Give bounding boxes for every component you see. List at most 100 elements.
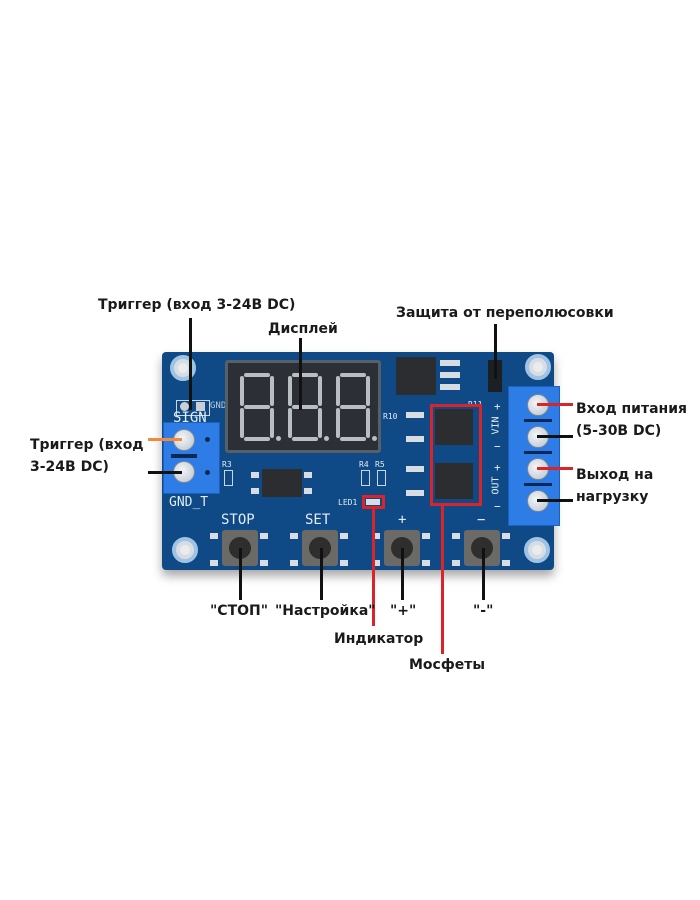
- leader-plus: [401, 548, 404, 600]
- button-pad: [452, 533, 460, 539]
- silk-r3: R3: [222, 460, 232, 469]
- optocoupler-chip: [262, 469, 302, 497]
- annotation-settings: "Настройка": [275, 603, 376, 619]
- button-pad: [452, 560, 460, 566]
- regulator-chip: [396, 357, 436, 395]
- mosfet-pad: [406, 490, 424, 496]
- annotation-indicator: Индикатор: [334, 631, 424, 647]
- sign-header: [176, 400, 210, 416]
- chip-pad: [440, 384, 460, 390]
- annotation-load-out-1: Выход на: [576, 467, 654, 483]
- annotation-mosfets: Мосфеты: [409, 657, 486, 673]
- annotation-display: Дисплей: [268, 321, 338, 337]
- silk-plus: +: [398, 512, 407, 528]
- indicator-highlight-box: [362, 495, 385, 509]
- silk-r4: R4: [359, 460, 369, 469]
- silk-r10: R10: [383, 412, 398, 421]
- terminal-separator: [171, 454, 197, 458]
- terminal-separator: [524, 451, 552, 454]
- mounting-hole-top-left: [170, 355, 196, 381]
- mounting-hole-top-right: [525, 354, 551, 380]
- mosfet-2: [435, 463, 473, 499]
- seven-segment-display: [225, 360, 381, 453]
- display-digit-3: [334, 373, 377, 441]
- silk-vin: VIN: [490, 416, 502, 435]
- chip-pad: [440, 372, 460, 378]
- silk-set: SET: [305, 512, 331, 528]
- button-pad: [372, 533, 380, 539]
- silk-stop: STOP: [221, 512, 255, 528]
- annotation-trigger-left-1: Триггер (вход: [30, 437, 144, 453]
- leader-out-plus: [537, 467, 573, 470]
- silk-out-minus: −: [494, 500, 501, 513]
- leader-out-minus: [537, 499, 573, 502]
- silk-out: OUT: [490, 476, 502, 495]
- leader-minus: [482, 548, 485, 600]
- leader-trigger-ground: [148, 471, 182, 474]
- button-pad: [260, 533, 268, 539]
- mosfet-1: [435, 409, 473, 445]
- silk-vin-plus: +: [494, 400, 501, 413]
- button-pad: [290, 560, 298, 566]
- mosfet-pad: [406, 412, 424, 418]
- led1: [366, 499, 380, 505]
- chip-pad: [304, 472, 312, 478]
- annotation-minus: "-": [473, 603, 494, 619]
- annotation-trigger-left-2: 3-24В DC): [30, 459, 109, 475]
- annotation-stop: "СТОП": [210, 603, 269, 619]
- sign-pin: [180, 402, 189, 411]
- button-pad: [210, 533, 218, 539]
- leader-mosfets: [441, 506, 444, 654]
- mounting-hole-bottom-left: [172, 537, 198, 563]
- annotation-power-in-1: Вход питания: [576, 401, 688, 417]
- button-pad: [372, 560, 380, 566]
- leader-stop: [239, 548, 242, 600]
- silk-vin-minus: −: [494, 440, 501, 453]
- annotation-plus: "+": [390, 603, 417, 619]
- leader-vin-plus: [537, 403, 573, 406]
- silk-minus: −: [477, 512, 486, 528]
- leader-trigger-top: [189, 318, 192, 410]
- terminal-hole: [205, 470, 210, 475]
- silk-gnd: GND: [210, 401, 227, 411]
- mounting-hole-bottom-right: [524, 537, 550, 563]
- mosfet-pad: [406, 466, 424, 472]
- leader-indicator: [372, 508, 375, 626]
- mosfets-highlight-box: [430, 404, 482, 506]
- button-pad: [502, 533, 510, 539]
- button-pad: [290, 533, 298, 539]
- terminal-hole: [205, 437, 210, 442]
- button-pad: [210, 560, 218, 566]
- chip-pad: [251, 472, 259, 478]
- silk-r5: R5: [375, 460, 385, 469]
- leader-trigger-signal: [148, 438, 182, 441]
- annotation-power-in-2: (5-30В DC): [576, 423, 662, 439]
- leader-reverse-polarity: [494, 324, 497, 379]
- button-pad: [260, 560, 268, 566]
- leader-set: [320, 548, 323, 600]
- chip-pad: [440, 360, 460, 366]
- button-pad: [340, 560, 348, 566]
- silk-gnd-t: GND_T: [169, 495, 209, 510]
- annotation-trigger-top: Триггер (вход 3-24В DC): [98, 297, 296, 313]
- button-pad: [340, 533, 348, 539]
- silk-led1: LED1: [338, 498, 358, 507]
- annotation-load-out-2: нагрузку: [576, 489, 649, 505]
- gnd-pin: [196, 402, 205, 411]
- resistor-r5: [377, 470, 386, 486]
- resistor-r4: [361, 470, 370, 486]
- terminal-separator: [524, 419, 552, 422]
- leader-vin-minus: [537, 435, 573, 438]
- terminal-separator: [524, 483, 552, 486]
- button-pad: [502, 560, 510, 566]
- chip-pad: [304, 488, 312, 494]
- display-digit-1: [238, 373, 281, 441]
- leader-display: [299, 338, 302, 410]
- button-pad: [422, 560, 430, 566]
- mosfet-pad: [406, 436, 424, 442]
- annotation-reverse-polarity: Защита от переполюсовки: [396, 305, 614, 321]
- display-digit-2: [286, 373, 329, 441]
- button-pad: [422, 533, 430, 539]
- resistor-r3: [224, 470, 233, 486]
- silk-out-plus: +: [494, 461, 501, 474]
